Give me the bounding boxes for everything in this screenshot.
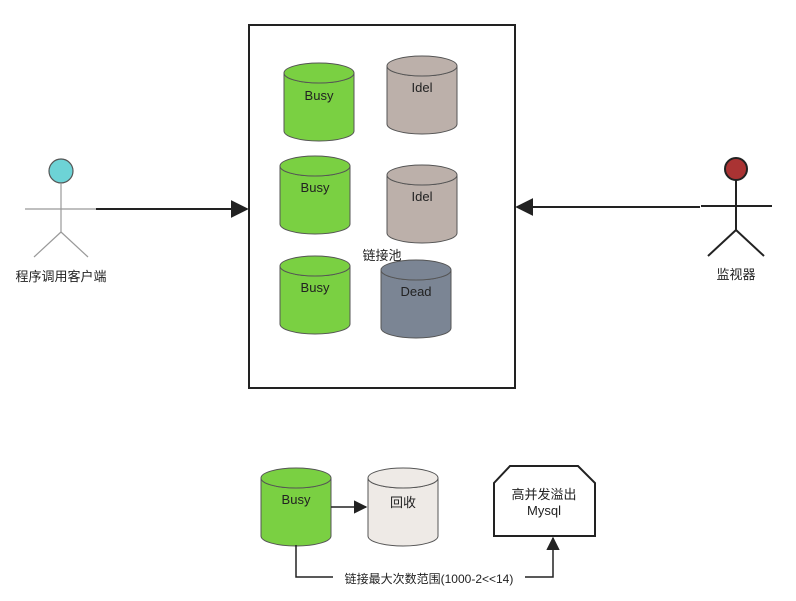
client-actor-head	[48, 158, 74, 184]
pool-cylinders	[279, 55, 458, 339]
monitor-actor-head	[724, 157, 748, 181]
pool-cylinder-busy	[283, 62, 355, 142]
pool-item-label: Dead	[400, 284, 432, 299]
pool-cylinder-idle	[386, 55, 458, 135]
limit-label-bg	[333, 569, 525, 585]
lifecycle-cylinders	[260, 467, 439, 547]
pool-item-label: Idel	[411, 80, 433, 95]
pool-label: 链接池	[362, 248, 402, 263]
pool-cylinder-busy	[279, 155, 351, 235]
pool-item-label: Busy	[300, 180, 330, 195]
recycle-label: 回收	[389, 495, 417, 510]
recycle-cylinder	[367, 467, 439, 547]
client-actor-label: 程序调用客户端	[15, 269, 107, 284]
client-actor	[25, 158, 96, 258]
limit-label: 链接最大次数范围(1000-2<<14)	[344, 572, 514, 586]
lifecycle-busy-label: Busy	[281, 492, 311, 507]
pool-item-label: Busy	[300, 280, 330, 295]
pool-item-label: Busy	[304, 88, 334, 103]
overflow-label: 高并发溢出 Mysql	[511, 487, 577, 518]
overflow-box	[493, 465, 596, 537]
pool-item-label: Idel	[411, 189, 433, 204]
lifecycle-busy-cylinder	[260, 467, 332, 547]
pool-cylinder-idle	[386, 164, 458, 244]
pool-cylinder-dead	[380, 259, 452, 339]
monitor-actor	[701, 157, 772, 257]
monitor-actor-label: 监视器	[716, 267, 756, 282]
pool-cylinder-busy	[279, 255, 351, 335]
